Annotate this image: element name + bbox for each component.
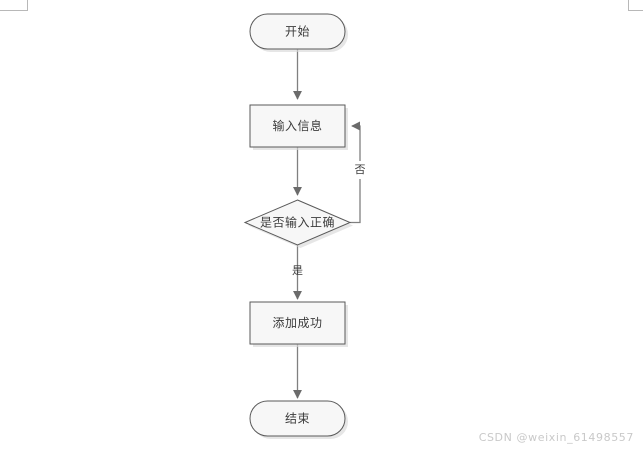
node-label-end: 结束	[285, 412, 310, 426]
node-shape-diamond	[243, 199, 352, 246]
watermark-text: CSDN @weixin_61498557	[478, 431, 634, 444]
node-shape-rectangle	[249, 104, 346, 148]
node-end[interactable]: 结束	[249, 400, 348, 439]
node-label-input-info: 输入信息	[272, 118, 322, 133]
node-decision-input-correct[interactable]: 是否输入正确	[243, 199, 353, 248]
node-label-start: 开始	[285, 25, 310, 39]
node-shape-stadium	[249, 13, 346, 50]
node-input-info[interactable]: 输入信息	[249, 104, 348, 150]
edge-decision-to-input-loop: 否	[350, 121, 368, 224]
node-shape-stadium	[249, 400, 346, 437]
edge-label-no: 否	[355, 163, 366, 176]
node-start[interactable]: 开始	[249, 13, 348, 52]
edge-decision-to-success: 是	[292, 245, 303, 300]
edge-label-yes: 是	[292, 264, 303, 277]
node-add-success[interactable]: 添加成功	[249, 301, 348, 347]
edge-label-backdrop	[352, 161, 368, 179]
node-label-decision: 是否输入正确	[260, 215, 335, 230]
node-shape-rectangle	[249, 301, 346, 345]
node-label-add-success: 添加成功	[272, 316, 322, 330]
